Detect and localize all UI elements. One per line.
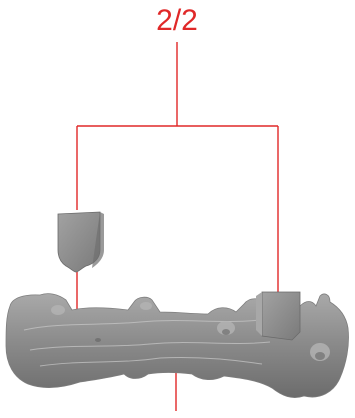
step-label: 2/2 <box>156 4 198 37</box>
rectangular-blade-icon <box>256 292 300 340</box>
wedge-blade-icon <box>58 212 104 272</box>
